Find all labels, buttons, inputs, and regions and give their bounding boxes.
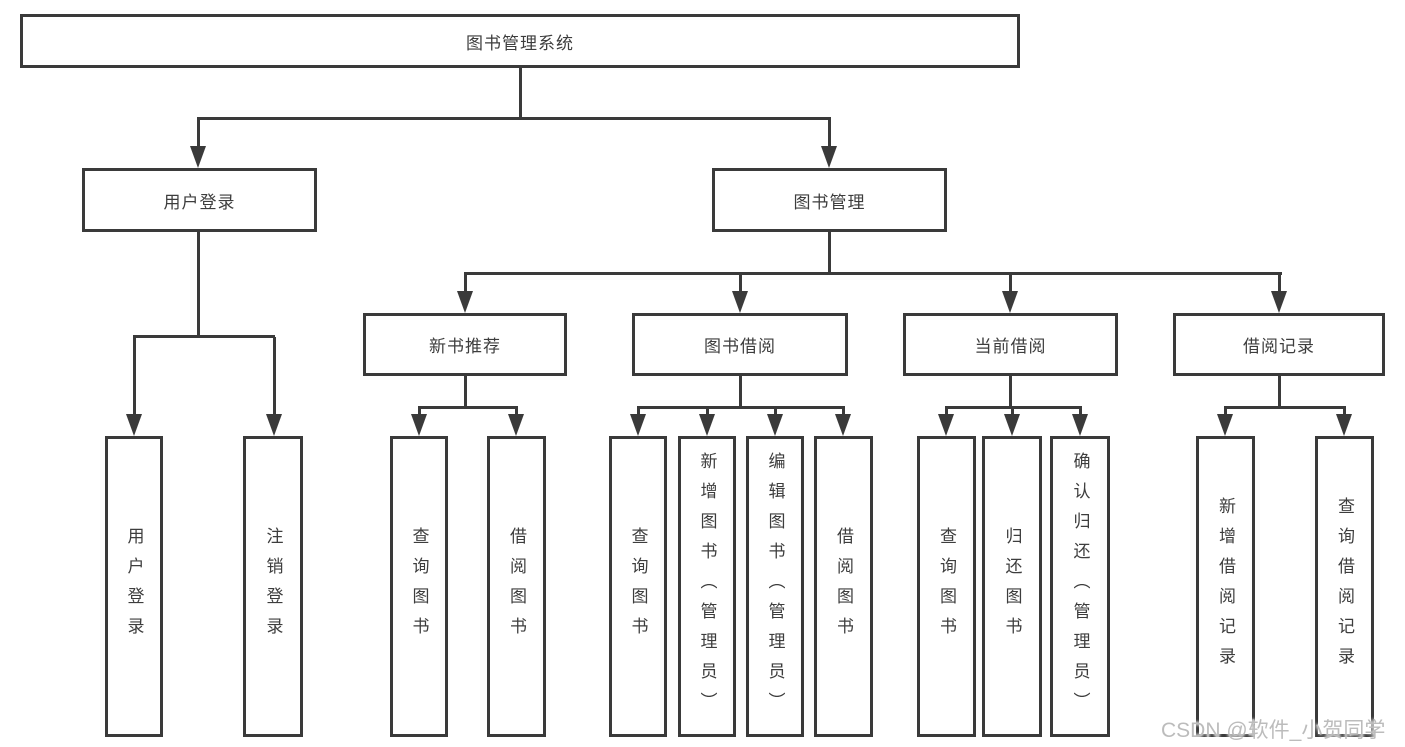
node-user-login: 用户登录 bbox=[82, 168, 317, 232]
connector-line bbox=[464, 376, 467, 409]
leaf-borrow-books-label: 借阅图书 bbox=[834, 526, 853, 647]
arrow-shaft bbox=[272, 337, 276, 416]
arrow-shaft bbox=[1223, 408, 1227, 416]
leaf-add-books-admin-label: 新增图书（管理员） bbox=[697, 451, 717, 722]
arrowhead-down-icon bbox=[1336, 414, 1352, 436]
connector-line bbox=[945, 406, 1082, 409]
arrow-shaft bbox=[841, 408, 845, 416]
leaf-recommend-borrow-books: 借阅图书 bbox=[487, 436, 546, 737]
node-root-label: 图书管理系统 bbox=[466, 33, 574, 53]
connector-line bbox=[197, 117, 831, 120]
node-borrow-records: 借阅记录 bbox=[1173, 313, 1385, 376]
node-borrow-records-label: 借阅记录 bbox=[1243, 337, 1315, 356]
leaf-return-books-label: 归还图书 bbox=[1002, 526, 1022, 647]
node-current-borrow-label: 当前借阅 bbox=[974, 337, 1047, 356]
node-root: 图书管理系统 bbox=[20, 14, 1020, 68]
leaf-current-query-books: 查询图书 bbox=[917, 436, 976, 737]
leaf-borrow-query-books-label: 查询图书 bbox=[628, 526, 648, 647]
connector-line bbox=[197, 232, 200, 338]
connector-line bbox=[519, 68, 522, 120]
leaf-return-books: 归还图书 bbox=[982, 436, 1042, 737]
arrow-shaft bbox=[1342, 408, 1346, 416]
connector-line bbox=[1278, 376, 1281, 409]
leaf-query-borrow-record-label: 查询借阅记录 bbox=[1335, 496, 1354, 677]
arrow-shaft bbox=[738, 274, 742, 293]
arrow-shaft bbox=[944, 408, 948, 416]
arrow-shaft bbox=[1277, 274, 1281, 293]
node-book-borrow-label: 图书借阅 bbox=[704, 337, 776, 356]
arrow-shaft bbox=[773, 408, 777, 416]
leaf-logout-label: 注销登录 bbox=[263, 526, 283, 647]
arrowhead-down-icon bbox=[767, 414, 783, 436]
node-book-borrow: 图书借阅 bbox=[632, 313, 848, 376]
node-user-login-label: 用户登录 bbox=[163, 192, 236, 212]
connector-line bbox=[637, 406, 845, 409]
node-new-book-recommend: 新书推荐 bbox=[363, 313, 567, 376]
leaf-recommend-borrow-books-label: 借阅图书 bbox=[507, 526, 526, 647]
arrow-shaft bbox=[827, 119, 831, 148]
arrowhead-down-icon bbox=[732, 291, 748, 313]
leaf-borrow-books: 借阅图书 bbox=[814, 436, 873, 737]
connector-line bbox=[133, 335, 275, 338]
arrowhead-down-icon bbox=[1072, 414, 1088, 436]
arrowhead-down-icon bbox=[1217, 414, 1233, 436]
connector-line bbox=[1224, 406, 1346, 409]
connector-line bbox=[828, 232, 831, 275]
arrowhead-down-icon bbox=[699, 414, 715, 436]
arrowhead-down-icon bbox=[630, 414, 646, 436]
arrow-shaft bbox=[1078, 408, 1082, 416]
leaf-query-borrow-record: 查询借阅记录 bbox=[1315, 436, 1374, 737]
leaf-edit-books-admin-label: 编辑图书（管理员） bbox=[765, 451, 785, 722]
arrowhead-down-icon bbox=[821, 146, 837, 168]
arrow-shaft bbox=[417, 408, 421, 416]
leaf-confirm-return-admin-label: 确认归还（管理员） bbox=[1070, 451, 1090, 722]
leaf-confirm-return-admin: 确认归还（管理员） bbox=[1050, 436, 1110, 737]
leaf-add-borrow-record-label: 新增借阅记录 bbox=[1216, 496, 1235, 677]
arrowhead-down-icon bbox=[457, 291, 473, 313]
leaf-recommend-query-books-label: 查询图书 bbox=[409, 526, 429, 647]
connector-line bbox=[418, 406, 518, 409]
leaf-borrow-query-books: 查询图书 bbox=[609, 436, 667, 737]
arrowhead-down-icon bbox=[1004, 414, 1020, 436]
leaf-edit-books-admin: 编辑图书（管理员） bbox=[746, 436, 804, 737]
node-book-management-label: 图书管理 bbox=[793, 192, 866, 212]
arrow-shaft bbox=[1010, 408, 1014, 416]
arrowhead-down-icon bbox=[1002, 291, 1018, 313]
connector-line bbox=[739, 376, 742, 409]
arrowhead-down-icon bbox=[508, 414, 524, 436]
arrow-shaft bbox=[463, 274, 467, 293]
arrow-shaft bbox=[514, 408, 518, 416]
connector-line bbox=[1009, 376, 1012, 409]
node-current-borrow: 当前借阅 bbox=[903, 313, 1118, 376]
watermark: CSDN @软件_小贺同学 bbox=[1161, 719, 1386, 742]
arrowhead-down-icon bbox=[411, 414, 427, 436]
arrowhead-down-icon bbox=[1271, 291, 1287, 313]
arrowhead-down-icon bbox=[266, 414, 282, 436]
arrow-shaft bbox=[132, 337, 136, 416]
arrowhead-down-icon bbox=[126, 414, 142, 436]
leaf-user-login: 用户登录 bbox=[105, 436, 163, 737]
arrowhead-down-icon bbox=[190, 146, 206, 168]
arrowhead-down-icon bbox=[835, 414, 851, 436]
leaf-logout: 注销登录 bbox=[243, 436, 303, 737]
node-book-management: 图书管理 bbox=[712, 168, 947, 232]
arrowhead-down-icon bbox=[938, 414, 954, 436]
leaf-add-books-admin: 新增图书（管理员） bbox=[678, 436, 736, 737]
leaf-user-login-label: 用户登录 bbox=[124, 526, 144, 647]
leaf-recommend-query-books: 查询图书 bbox=[390, 436, 448, 737]
arrow-shaft bbox=[196, 119, 200, 148]
leaf-current-query-books-label: 查询图书 bbox=[937, 526, 956, 647]
connector-line bbox=[464, 272, 1282, 275]
arrow-shaft bbox=[1008, 274, 1012, 293]
node-new-book-recommend-label: 新书推荐 bbox=[429, 337, 501, 356]
arrow-shaft bbox=[636, 408, 640, 416]
leaf-add-borrow-record: 新增借阅记录 bbox=[1196, 436, 1255, 737]
arrow-shaft bbox=[705, 408, 709, 416]
